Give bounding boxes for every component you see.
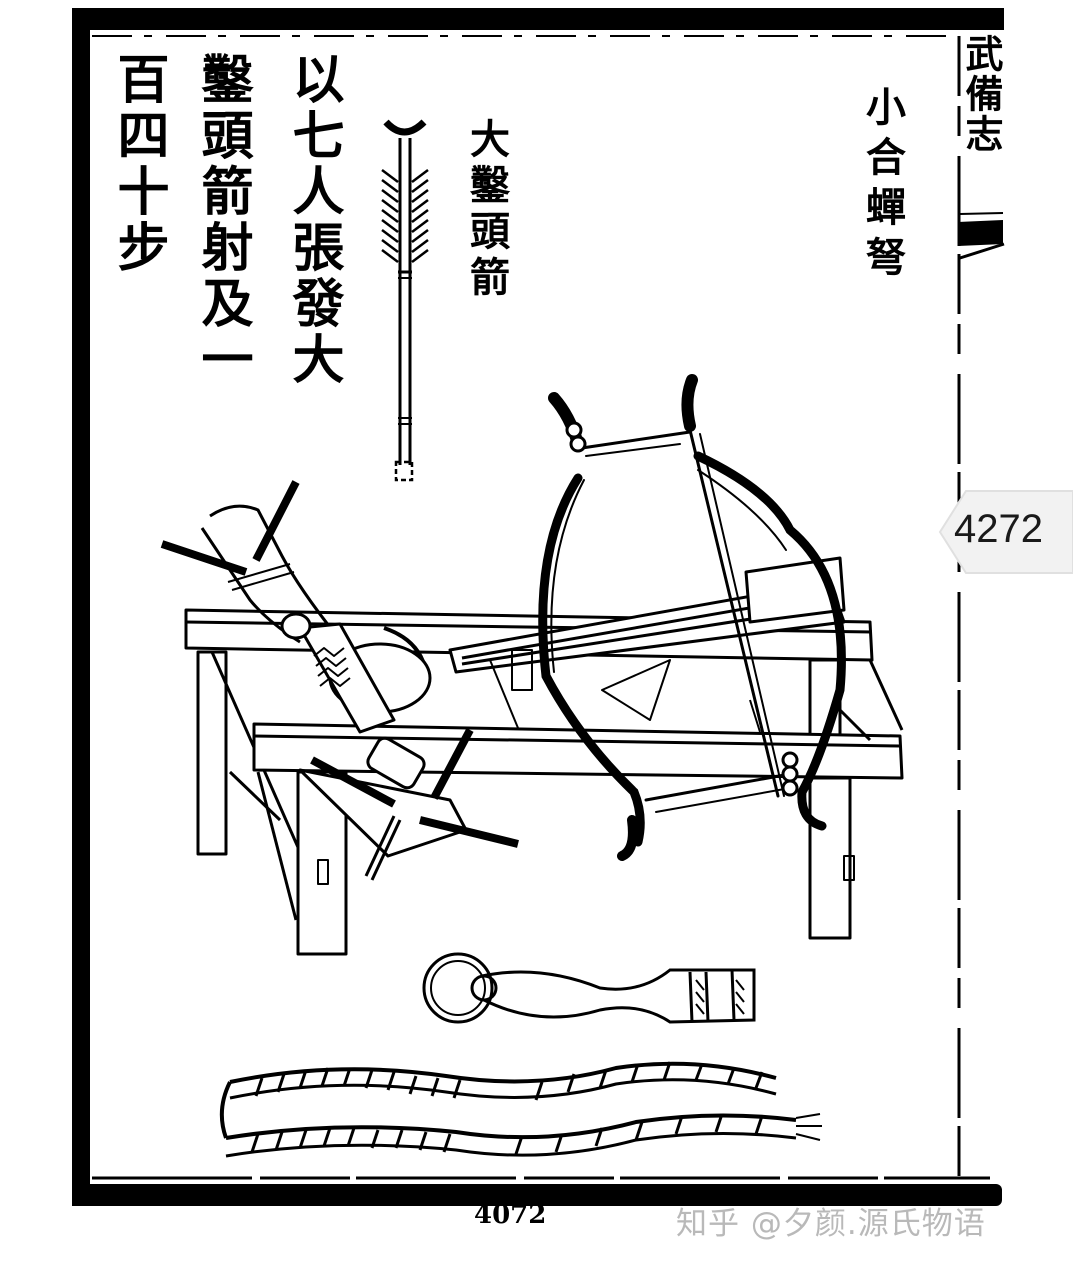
badge-shape [938,490,1073,574]
page-indicator-number: 4272 [954,507,1043,551]
watermark: 知乎 @夕颜.源氏物语 [676,1206,986,1242]
printed-page-number: 4072 [474,1200,547,1230]
page-indicator-badge[interactable]: 4272 [936,487,1073,577]
handle-with-ring-illustration [422,952,756,1024]
description-column-1: 以七人張發大 [283,52,344,388]
illustration-title: 小合蟬弩 [859,86,906,286]
rope-illustration [219,1061,822,1158]
arrow-illustration [381,119,429,482]
arrow-label: 大鑿頭箭 [463,118,510,302]
description-column-3: 百四十步 [108,52,169,276]
margin-book-title: 武備志 [959,34,1004,154]
crossbow-stand-illustration [160,374,904,956]
description-column-2: 鑿頭箭射及一 [192,52,253,388]
